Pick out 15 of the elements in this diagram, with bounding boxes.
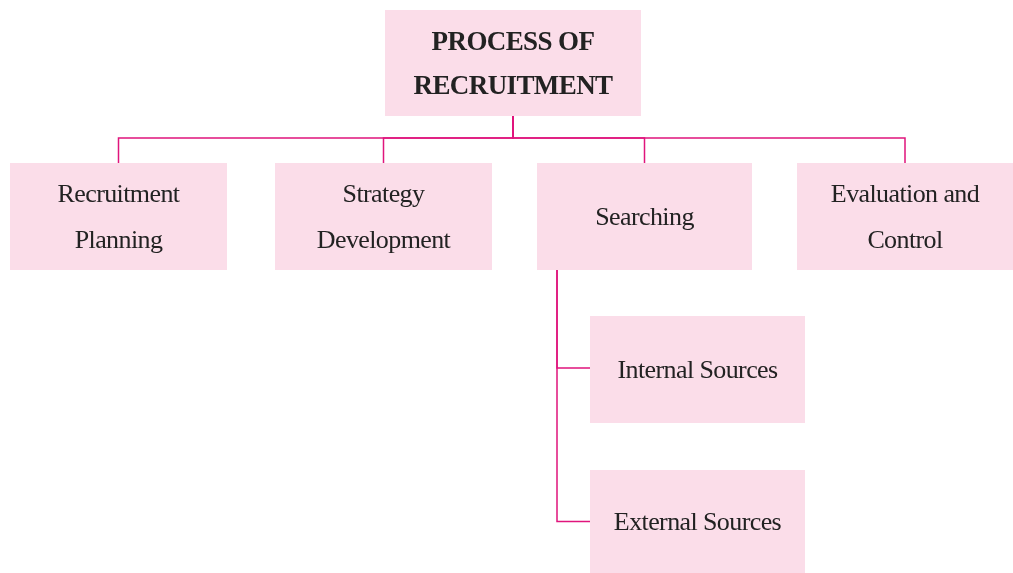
process-box (275, 163, 492, 270)
connector-line (556, 269, 591, 523)
box-label: Evaluation and Control (829, 177, 981, 256)
box-label: Strategy Development (315, 177, 452, 256)
box-label: Searching (595, 200, 694, 233)
process-box (590, 470, 805, 573)
process-box (590, 316, 805, 423)
process-box (797, 163, 1013, 270)
box-label: PROCESS OF RECRUITMENT (412, 25, 614, 102)
title-box (385, 10, 641, 116)
box-label: Recruitment Planning (56, 177, 181, 256)
box-label: Internal Sources (617, 353, 778, 386)
process-box (537, 163, 752, 270)
box-label: External Sources (613, 505, 782, 538)
process-box (10, 163, 227, 270)
